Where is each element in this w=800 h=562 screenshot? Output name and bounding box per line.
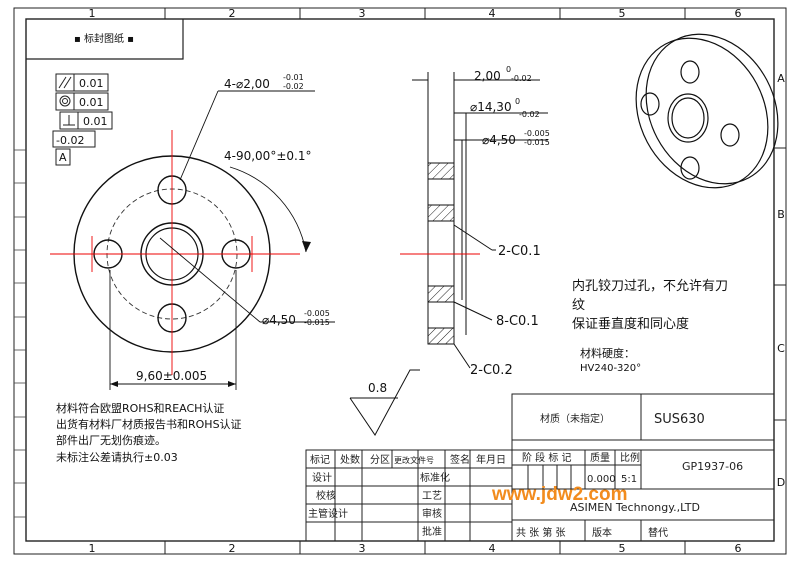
dim-center-tol-low: -0.015 <box>304 318 330 327</box>
gdt-perpendicular-value: 0.01 <box>83 115 108 128</box>
note-hardness-value: HV240-320° <box>580 363 641 374</box>
col-label: 5 <box>619 542 626 555</box>
tb-role: 主管设计 <box>308 507 348 520</box>
outer-frame <box>13 7 787 555</box>
tb-rev-header: 年月日 <box>476 453 506 466</box>
tb-weight-label: 质量 <box>590 452 610 464</box>
dim-thickness-tol-up: 0 <box>506 65 511 74</box>
gdt-offset-value: -0.02 <box>56 134 84 147</box>
tb-rev-header: 签名 <box>450 453 470 466</box>
tb-role: 设计 <box>312 471 332 484</box>
dim-hole-tol-low: -0.02 <box>283 82 304 91</box>
note-reaming-1: 内孔铰刀过孔，不允许有刀 <box>572 278 728 294</box>
isometric-view <box>635 33 779 189</box>
dim-hole-dia: 4-⌀2,00 <box>224 77 270 91</box>
dim-bore-tol-up: -0.005 <box>524 129 550 138</box>
col-label: 2 <box>229 7 236 20</box>
dim-outer-dia: ⌀14,30 <box>470 100 512 114</box>
tb-version-label: 版本 <box>592 526 612 539</box>
col-label: 2 <box>229 542 236 555</box>
tb-sheet-label: 共 张 第 张 <box>516 526 566 539</box>
tb-company: ASIMEN Technongy.,LTD <box>570 501 700 514</box>
watermark: www.jdw2.com <box>491 484 628 505</box>
gdt-parallel-value: 0.01 <box>79 77 104 90</box>
tb-rev-header: 标记 <box>310 454 330 466</box>
dim-outer-tol-low: -0.02 <box>519 110 540 119</box>
dim-bore-dia: ⌀4,50 <box>482 133 516 147</box>
row-label: D <box>777 476 785 489</box>
dim-chamfer-1: 2-C0.1 <box>498 244 541 259</box>
note-reaming-2: 纹 <box>572 298 585 313</box>
tb-rev-header: 处数 <box>340 453 360 466</box>
gdt-datum: A <box>59 151 67 164</box>
note-hardness-label: 材料硬度： <box>580 346 635 360</box>
tb-replace-label: 替代 <box>648 526 668 539</box>
title-block <box>305 393 775 542</box>
tb-weight: 0.000 <box>587 474 616 485</box>
row-label: A <box>777 72 785 85</box>
col-label: 1 <box>89 7 96 20</box>
title-box <box>26 19 184 60</box>
title-box-text: ▪ 标封图纸 ▪ <box>74 32 134 45</box>
roughness-value: 0.8 <box>368 381 387 395</box>
note-perpendicularity: 保证垂直度和同心度 <box>572 316 689 332</box>
dim-chamfer-3: 2-C0.2 <box>470 363 513 378</box>
tb-stage-label: 阶 段 标 记 <box>522 451 572 464</box>
section-view <box>400 72 548 369</box>
dim-outer-tol-up: 0 <box>515 97 520 106</box>
col-label: 3 <box>359 542 366 555</box>
note-no-scratch: 部件出厂无划伤痕迹。 <box>56 433 166 447</box>
tb-rev-header: 分区 <box>370 454 390 466</box>
dim-angle: 4-90,00°±0.1° <box>224 149 311 163</box>
tb-scale: 5:1 <box>621 474 637 485</box>
col-label: 3 <box>359 7 366 20</box>
dim-pitch: 9,60±0.005 <box>136 369 207 383</box>
gdt-concentric-value: 0.01 <box>79 96 104 109</box>
note-rohs: 材料符合欧盟ROHS和REACH认证 <box>56 401 224 415</box>
col-label: 1 <box>89 542 96 555</box>
tb-role: 校核 <box>316 489 336 502</box>
dim-thickness: 2,00 <box>474 69 501 83</box>
tb-scale-label: 比例 <box>620 451 640 464</box>
tb-role: 标准化 <box>420 471 450 484</box>
tb-drawing-no: GP1937-06 <box>682 460 743 473</box>
tb-material: SUS630 <box>654 412 705 427</box>
roughness-symbol <box>349 369 420 436</box>
gdt-frames <box>52 73 113 166</box>
row-label: C <box>777 342 785 355</box>
dim-center-tol-up: -0.005 <box>304 309 330 318</box>
dim-chamfer-2: 8-C0.1 <box>496 314 539 329</box>
col-label: 4 <box>489 542 496 555</box>
col-label: 6 <box>735 7 742 20</box>
dim-center-dia: ⌀4,50 <box>262 313 296 327</box>
note-material-report: 出货有材料厂材质报告书和ROHS认证 <box>56 417 242 431</box>
note-tolerance: 未标注公差请执行±0.03 <box>56 450 178 464</box>
tb-role: 批准 <box>422 525 442 538</box>
dim-bore-tol-low: -0.015 <box>524 138 550 147</box>
tb-rev-header: 更改文件号 <box>394 455 434 465</box>
row-label: B <box>777 208 785 221</box>
tb-role: 审核 <box>422 507 442 520</box>
col-label: 4 <box>489 7 496 20</box>
tb-material-label: 材质（未指定） <box>540 412 610 425</box>
front-view <box>50 90 335 390</box>
dim-hole-tol-up: -0.01 <box>283 73 304 82</box>
col-label: 6 <box>735 542 742 555</box>
col-label: 5 <box>619 7 626 20</box>
tb-role: 工艺 <box>422 490 442 502</box>
dim-thickness-tol-low: -0.02 <box>511 74 532 83</box>
